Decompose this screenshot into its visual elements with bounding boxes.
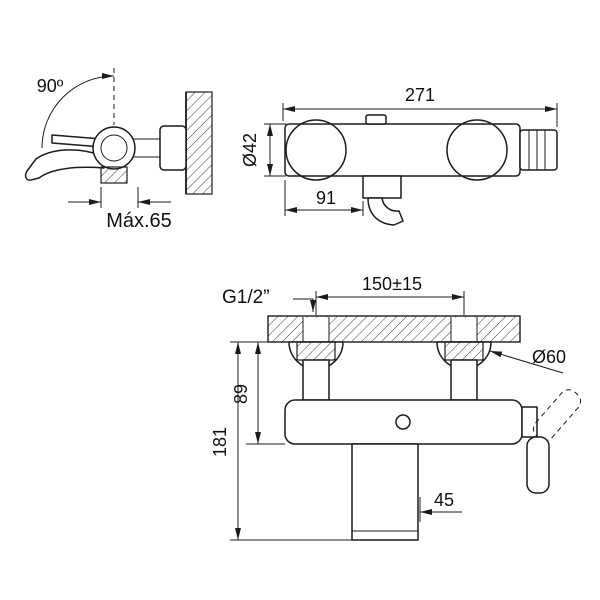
diverter-hole xyxy=(395,414,411,430)
left-inlet-nut xyxy=(296,341,336,361)
wall-flange xyxy=(159,125,187,171)
swing-angle-arc xyxy=(41,73,115,149)
dim-label-swing-angle: 90º xyxy=(37,76,64,96)
diverter-button xyxy=(365,114,387,125)
pipe-through-wall xyxy=(303,317,329,341)
spout-elbow-block xyxy=(362,175,402,199)
handle-down-position xyxy=(526,436,550,494)
handle-rotated-ghost xyxy=(532,389,582,442)
installation-view: G1/2” 150±15 Ø60 89 181 xyxy=(210,274,582,541)
mounting-nut xyxy=(100,166,128,184)
dim-label-escutcheon-diameter: Ø60 xyxy=(532,347,566,367)
dim-label-spout-offset: 91 xyxy=(316,188,336,208)
right-inlet-nut xyxy=(444,341,484,361)
right-escutcheon-circle xyxy=(446,119,508,181)
front-view: 271 Ø42 91 xyxy=(240,85,558,226)
faucet-body-circle xyxy=(92,126,136,170)
left-escutcheon-circle xyxy=(285,119,347,181)
thread-leader-line xyxy=(293,298,316,312)
handle-dashed-outline xyxy=(532,389,582,442)
left-inlet-pipe xyxy=(302,359,330,401)
waterfall-spout xyxy=(351,443,419,541)
pipe-through-wall xyxy=(451,317,477,341)
curved-spout xyxy=(24,149,105,181)
handle-cartridge xyxy=(521,406,538,438)
dim-label-overall-width: 271 xyxy=(405,85,435,105)
dim-label-body-drop: 89 xyxy=(231,384,251,404)
dim-label-thread: G1/2” xyxy=(222,287,270,308)
right-inlet-pipe xyxy=(450,359,478,401)
dim-label-max-depth: Máx.65 xyxy=(106,210,172,232)
mixer-body-bar xyxy=(284,399,523,445)
temperature-knob xyxy=(519,129,558,171)
mixer-body-bar xyxy=(284,123,521,177)
cartridge-circle xyxy=(100,134,128,162)
hook-spout xyxy=(367,197,404,226)
dim-label-total-drop: 181 xyxy=(210,427,230,457)
dim-label-body-diameter: Ø42 xyxy=(240,133,260,167)
escutcheon-leader-line xyxy=(489,350,564,374)
dim-label-inlet-spacing: 150±15 xyxy=(362,274,422,294)
side-view: 90º Máx.65 xyxy=(24,68,213,232)
wall-section-hatch xyxy=(185,91,213,195)
dim-label-spout-width: 45 xyxy=(434,490,454,510)
